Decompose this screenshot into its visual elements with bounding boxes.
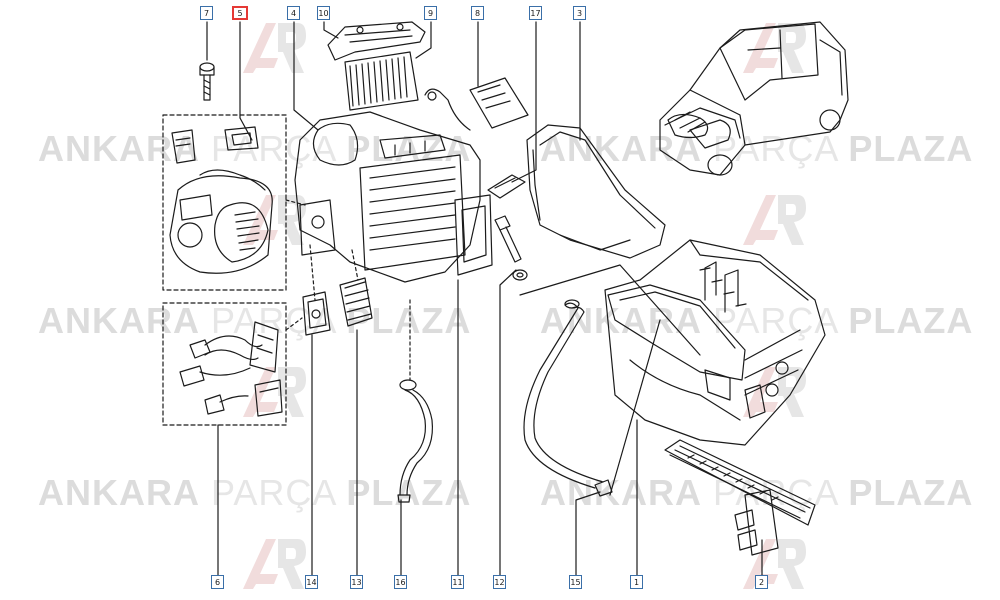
callout-6: 6 <box>211 575 224 589</box>
watermark-logo-icon <box>743 195 806 245</box>
dashed-group-box-resistor <box>162 302 287 426</box>
callout-15: 15 <box>569 575 582 589</box>
part-filter-9 <box>344 51 419 111</box>
callout-10: 10 <box>317 6 330 20</box>
callout-11: 11 <box>451 575 464 589</box>
watermark-logo-icon <box>243 23 306 73</box>
part-sensor-8 <box>424 77 529 131</box>
callout-5: 5 <box>232 6 248 20</box>
callout-2: 2 <box>755 575 768 589</box>
leader-line-10 <box>323 21 339 39</box>
leader-line-4 <box>293 21 319 131</box>
part-hose-15 <box>523 299 613 497</box>
watermark-row-3-right: ANKARA PARÇA PLAZA <box>540 472 974 513</box>
callout-13: 13 <box>350 575 363 589</box>
dashed-group-box-blower <box>162 114 287 291</box>
watermark-row-1-right: ANKARA PARÇA PLAZA <box>540 128 974 169</box>
callout-4: 4 <box>287 6 300 20</box>
callout-14: 14 <box>305 575 318 589</box>
callout-17: 17 <box>529 6 542 20</box>
part-bracket-10 <box>327 21 426 61</box>
callout-7: 7 <box>200 6 213 20</box>
part-heater-matrix-2 <box>664 439 816 556</box>
part-heater-housing-4 <box>294 111 493 283</box>
part-duct-3 <box>526 124 666 259</box>
part-actuator-14 <box>302 291 331 336</box>
callout-8: 8 <box>471 6 484 20</box>
leader-line-15 <box>575 491 601 576</box>
part-seal-13 <box>339 277 373 327</box>
callout-9: 9 <box>424 6 437 20</box>
callout-12: 12 <box>493 575 506 589</box>
watermark-logo-icon <box>743 23 806 73</box>
leader-line-17 <box>511 21 537 183</box>
part-resistor-6 <box>179 321 283 417</box>
watermark-logo-icon <box>743 539 806 589</box>
part-blower-5 <box>169 126 273 274</box>
callout-3: 3 <box>573 6 586 20</box>
part-screw-7 <box>199 62 215 101</box>
leader-line-12 <box>499 269 517 576</box>
callout-16: 16 <box>394 575 407 589</box>
leader-line-9 <box>415 21 432 59</box>
part-bolt-12 <box>494 215 528 281</box>
part-drain-16 <box>397 379 434 503</box>
part-heater-box-1 <box>604 239 826 446</box>
watermark-row-3-left: ANKARA PARÇA PLAZA <box>38 472 472 513</box>
callout-1: 1 <box>630 575 643 589</box>
watermark-logo-icon <box>243 539 306 589</box>
vehicle-van-icon <box>659 21 849 176</box>
watermark-row-2-left: ANKARA PARÇA PLAZA <box>38 300 472 341</box>
part-clip-17 <box>487 174 526 199</box>
